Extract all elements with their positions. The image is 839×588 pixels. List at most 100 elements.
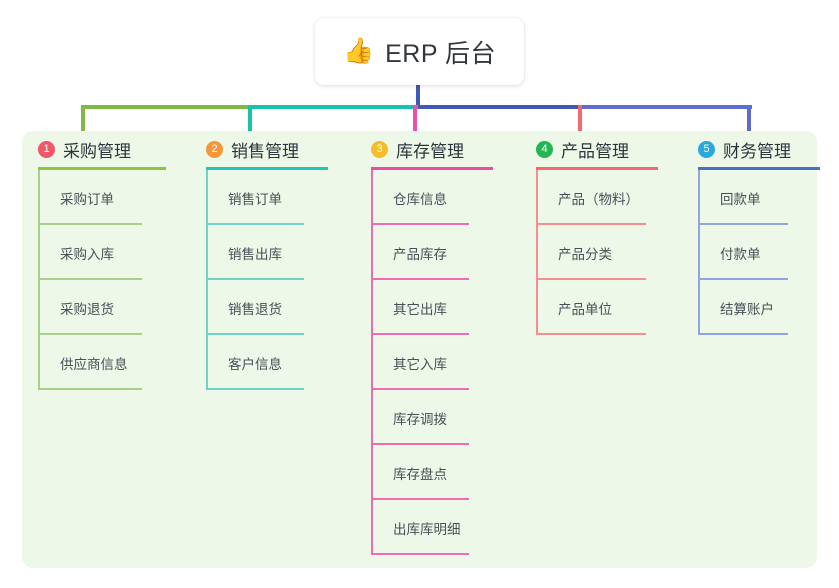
branch-header-1[interactable]: 1 采购管理 (22, 131, 190, 167)
thumbs-up-icon: 👍 (342, 37, 375, 65)
branch-item-rule (698, 223, 788, 225)
branch-spine (38, 170, 40, 390)
branch-item-rule (536, 333, 646, 335)
branch-item[interactable]: 产品（物料） (536, 170, 682, 225)
branch-item-label: 销售订单 (228, 191, 282, 207)
branch-item-label: 产品（物料） (558, 191, 639, 207)
branch-item-rule (698, 333, 788, 335)
branch-item-list: 回款单付款单结算账户 (698, 170, 817, 335)
branch-number-badge: 1 (38, 140, 55, 158)
branch-item-label: 采购退货 (60, 301, 114, 317)
branch-item-label: 库存调拨 (393, 411, 447, 427)
branch-item-rule (371, 333, 469, 335)
branch-number-badge: 4 (536, 140, 553, 158)
branch-header-5[interactable]: 5 财务管理 (682, 131, 817, 167)
branch-item-label: 其它出库 (393, 301, 447, 317)
branch-column-1: 1 采购管理采购订单采购入库采购退货供应商信息 (22, 131, 190, 390)
branch-header-4[interactable]: 4 产品管理 (520, 131, 682, 167)
branch-item-label: 客户信息 (228, 356, 282, 372)
branch-item[interactable]: 采购入库 (38, 225, 190, 280)
branch-item-rule (536, 223, 646, 225)
branch-number-badge: 2 (206, 140, 223, 158)
branch-number-badge: 5 (698, 140, 715, 158)
connector-drop (747, 105, 751, 148)
branch-item[interactable]: 出库库明细 (371, 500, 520, 555)
branch-item-label: 产品库存 (393, 246, 447, 262)
branch-item-label: 销售退货 (228, 301, 282, 317)
branch-item[interactable]: 回款单 (698, 170, 817, 225)
branch-title: 财务管理 (723, 141, 791, 161)
branch-title: 库存管理 (396, 141, 464, 161)
branch-column-3: 3 库存管理仓库信息产品库存其它出库其它入库库存调拨库存盘点出库库明细 (355, 131, 520, 555)
branch-item[interactable]: 产品分类 (536, 225, 682, 280)
connector-bus-segment (578, 105, 752, 109)
branch-item[interactable]: 供应商信息 (38, 335, 190, 390)
branch-item-rule (698, 278, 788, 280)
connector-bus-segment (418, 105, 582, 109)
branch-item-rule (38, 388, 142, 390)
branch-header-rule (536, 167, 658, 170)
branch-header-rule (206, 167, 328, 170)
branch-item-rule (38, 223, 142, 225)
branch-item-rule (371, 223, 469, 225)
branch-item-rule (536, 278, 646, 280)
branch-spine (371, 170, 373, 555)
branch-item-label: 出库库明细 (393, 521, 461, 537)
connector-drop (578, 105, 582, 148)
branch-item-rule (206, 388, 304, 390)
branch-item-label: 回款单 (720, 191, 761, 207)
branch-item[interactable]: 其它入库 (371, 335, 520, 390)
branch-spine (698, 170, 700, 335)
branch-header-3[interactable]: 3 库存管理 (355, 131, 520, 167)
branch-item-list: 采购订单采购入库采购退货供应商信息 (38, 170, 190, 390)
branch-column-5: 5 财务管理回款单付款单结算账户 (682, 131, 820, 335)
branch-item-rule (206, 223, 304, 225)
branch-item-rule (206, 278, 304, 280)
branch-item[interactable]: 结算账户 (698, 280, 817, 335)
branch-item[interactable]: 付款单 (698, 225, 817, 280)
branch-item[interactable]: 销售退货 (206, 280, 355, 335)
branch-item-rule (371, 498, 469, 500)
branch-item-list: 产品（物料） 产品分类产品单位 (536, 170, 682, 335)
branch-number-badge: 3 (371, 140, 388, 158)
branch-item-rule (371, 553, 469, 555)
branch-item-label: 采购入库 (60, 246, 114, 262)
branch-item[interactable]: 销售出库 (206, 225, 355, 280)
branch-item[interactable]: 销售订单 (206, 170, 355, 225)
branch-title: 产品管理 (561, 141, 629, 161)
branch-item[interactable]: 产品单位 (536, 280, 682, 335)
branch-item-rule (371, 388, 469, 390)
branch-item-label: 结算账户 (720, 301, 774, 317)
branch-item-label: 付款单 (720, 246, 761, 262)
connector-trunk (416, 84, 420, 109)
connector-bus-segment (248, 105, 422, 109)
branch-item[interactable]: 产品库存 (371, 225, 520, 280)
branch-item-label: 产品分类 (558, 246, 612, 262)
branch-item[interactable]: 采购订单 (38, 170, 190, 225)
branch-item[interactable]: 仓库信息 (371, 170, 520, 225)
connector-bus-segment (81, 105, 252, 109)
branch-item[interactable]: 其它出库 (371, 280, 520, 335)
connector-drop (413, 105, 417, 148)
root-node[interactable]: 👍 ERP 后台 (315, 18, 524, 85)
branch-column-4: 4 产品管理产品（物料） 产品分类产品单位 (520, 131, 682, 335)
branch-item[interactable]: 库存盘点 (371, 445, 520, 500)
branch-item-label: 销售出库 (228, 246, 282, 262)
branch-item-label: 其它入库 (393, 356, 447, 372)
branch-item-label: 采购订单 (60, 191, 114, 207)
branch-item-label: 产品单位 (558, 301, 612, 317)
branch-header-rule (38, 167, 166, 170)
branch-title: 采购管理 (63, 141, 131, 161)
root-title: ERP 后台 (385, 39, 497, 68)
branch-item-label: 供应商信息 (60, 356, 128, 372)
branch-item[interactable]: 库存调拨 (371, 390, 520, 445)
branch-item-rule (371, 278, 469, 280)
branch-item[interactable]: 采购退货 (38, 280, 190, 335)
branch-header-rule (698, 167, 820, 170)
branch-item-rule (38, 278, 142, 280)
connector-drop (81, 105, 85, 148)
branch-item[interactable]: 客户信息 (206, 335, 355, 390)
